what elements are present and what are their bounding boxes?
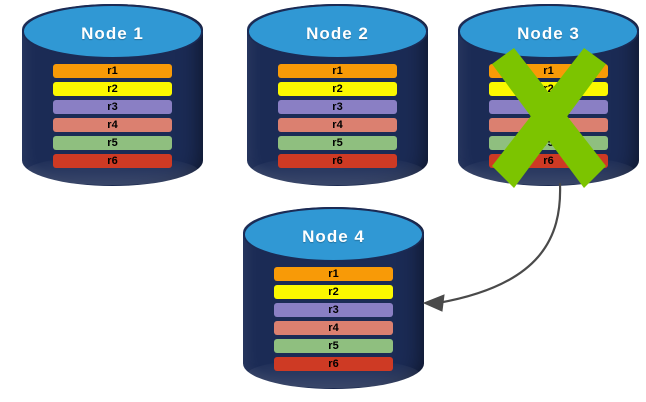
row-bar: r6 (52, 154, 173, 169)
cylinder-top-disc (22, 4, 203, 59)
cylinder-top-disc (243, 207, 424, 262)
row-bar: r6 (273, 357, 394, 372)
node-2-rows: r1 r2 r3 r4 r5 r6 (277, 64, 398, 169)
arrow-head-icon (422, 294, 445, 312)
row-bar: r1 (488, 64, 609, 79)
row-bar: r5 (277, 136, 398, 151)
node-1[interactable]: Node 1 r1 r2 r3 r4 r5 r6 (22, 4, 203, 186)
row-bar: r2 (277, 82, 398, 97)
row-bar: r4 (273, 321, 394, 336)
row-bar: r5 (52, 136, 173, 151)
row-bar: r6 (277, 154, 398, 169)
row-bar: r3 (273, 303, 394, 318)
node-4[interactable]: Node 4 r1 r2 r3 r4 r5 r6 (243, 207, 424, 389)
cylinder-top-disc (247, 4, 428, 59)
row-bar: r2 (488, 82, 609, 97)
node-2-label: Node 2 (306, 24, 369, 44)
row-bar: r2 (273, 285, 394, 300)
row-bar: r1 (277, 64, 398, 79)
row-bar: r4 (488, 118, 609, 133)
row-bar: r5 (488, 136, 609, 151)
row-bar: r3 (52, 100, 173, 115)
node-1-label: Node 1 (81, 24, 144, 44)
row-bar: r5 (273, 339, 394, 354)
node-3-rows: r1 r2 r3 r4 r5 r6 (488, 64, 609, 169)
row-bar: r3 (277, 100, 398, 115)
row-bar: r2 (52, 82, 173, 97)
node-4-rows: r1 r2 r3 r4 r5 r6 (273, 267, 394, 372)
row-bar: r6 (488, 154, 609, 169)
node-4-label: Node 4 (302, 227, 365, 247)
row-bar: r4 (52, 118, 173, 133)
node-3[interactable]: Node 3 r1 r2 r3 r4 r5 r6 (458, 4, 639, 186)
arrow-path (436, 182, 562, 305)
node-2[interactable]: Node 2 r1 r2 r3 r4 r5 r6 (247, 4, 428, 186)
node-1-rows: r1 r2 r3 r4 r5 r6 (52, 64, 173, 169)
row-bar: r4 (277, 118, 398, 133)
row-bar: r1 (52, 64, 173, 79)
row-bar: r3 (488, 100, 609, 115)
row-bar: r1 (273, 267, 394, 282)
node-3-label: Node 3 (517, 24, 580, 44)
